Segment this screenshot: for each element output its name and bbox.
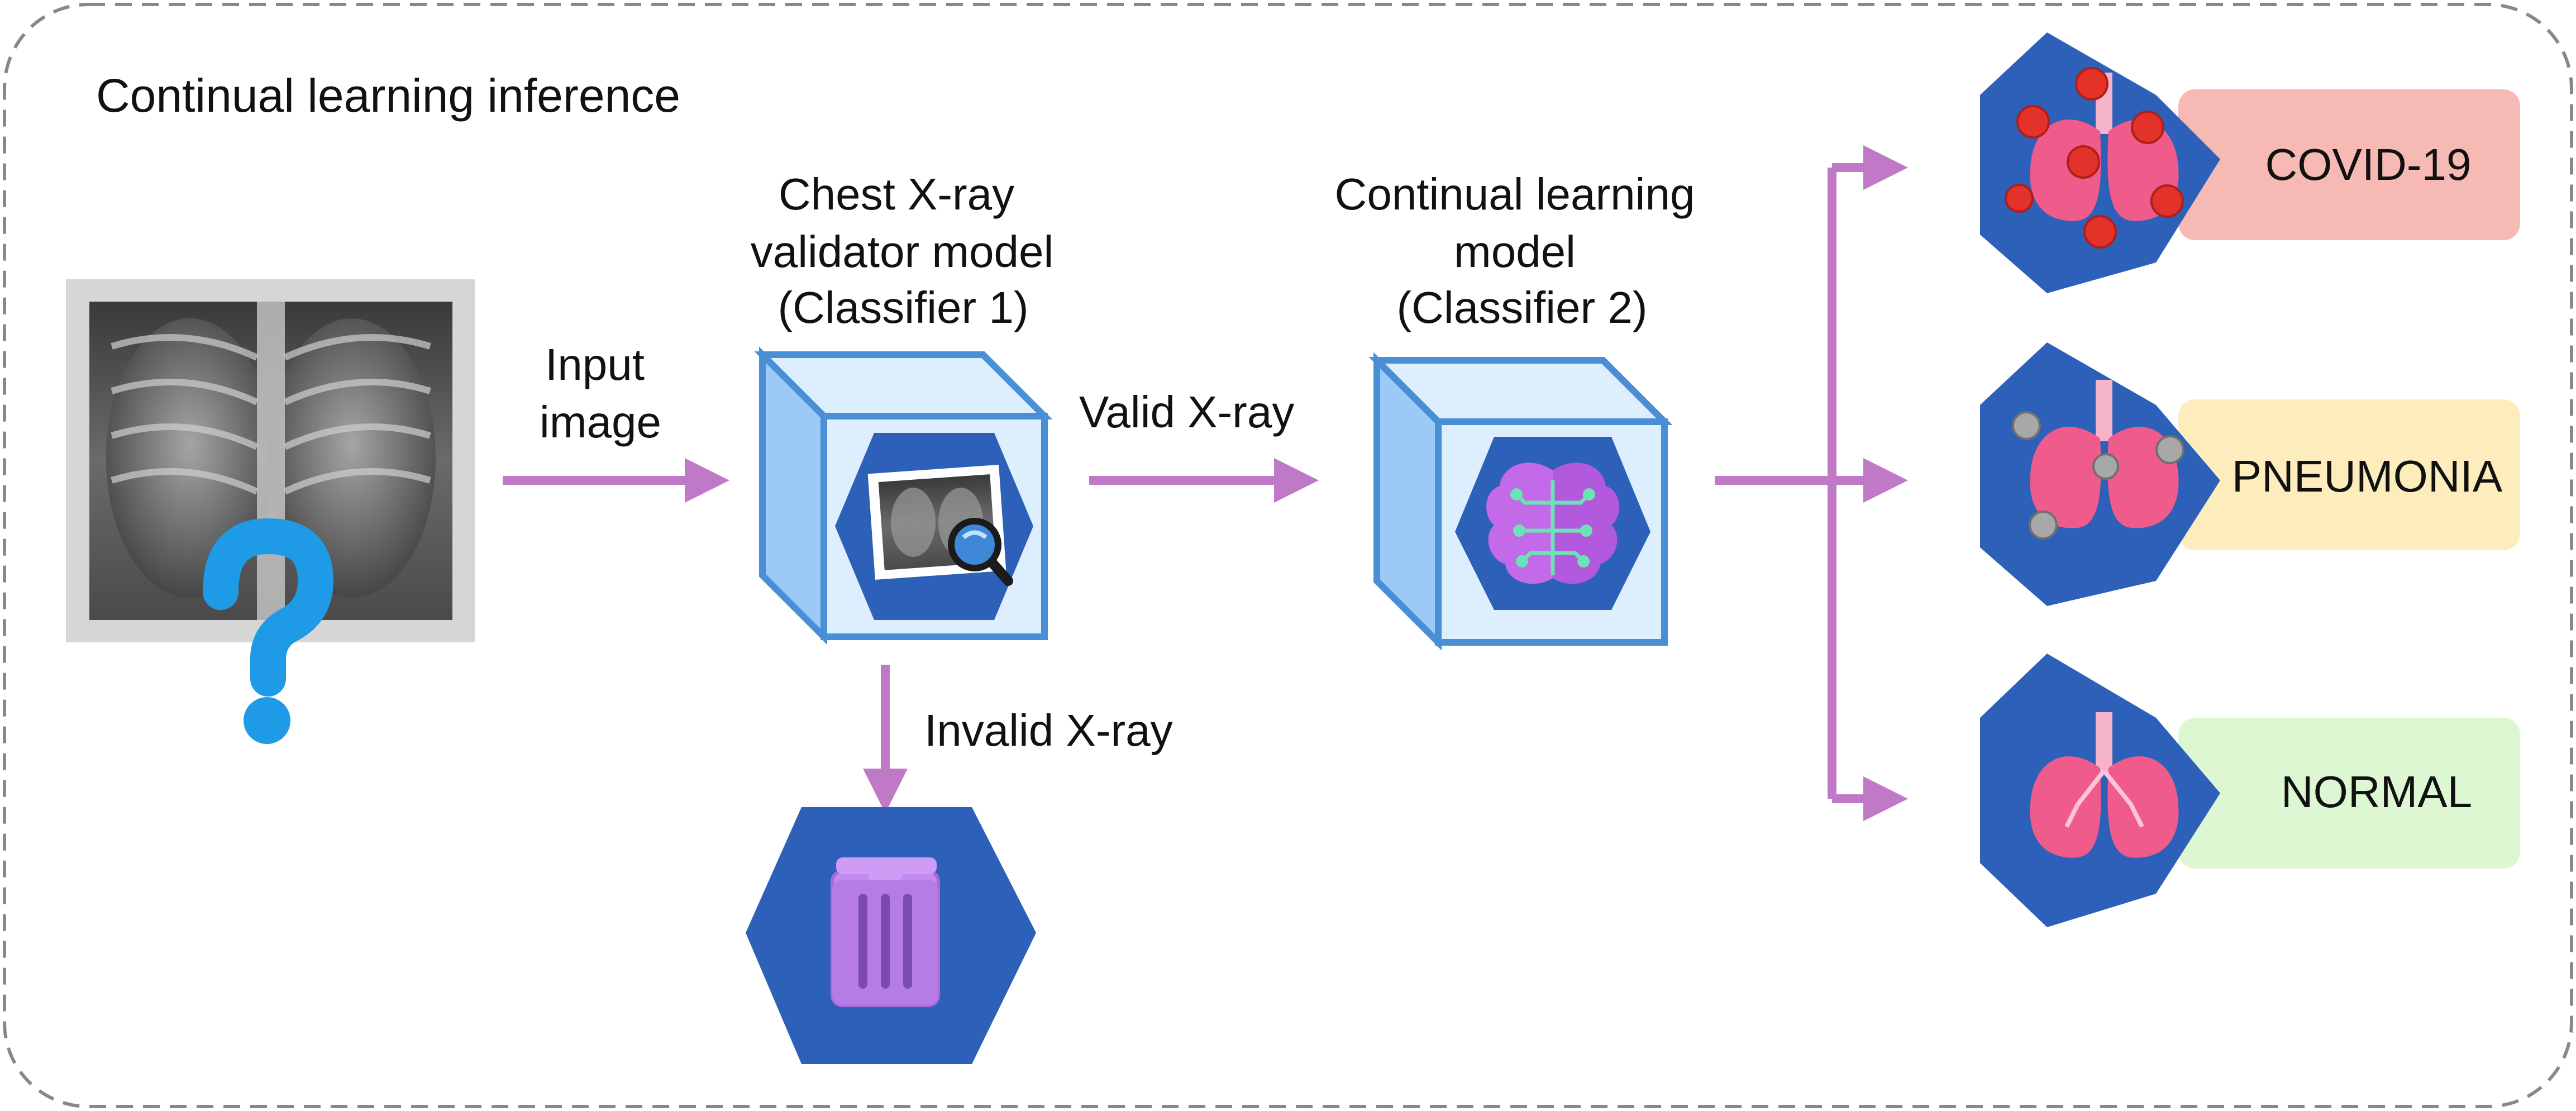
classifier1-title-line3: (Classifier 1) xyxy=(778,283,1029,332)
classifier1-title-line1: Chest X-ray xyxy=(779,169,1014,219)
output-covid-bar xyxy=(2178,89,2520,240)
invalid-xray-label: Invalid X-ray xyxy=(924,705,1173,755)
output-covid-label: COVID-19 xyxy=(2265,140,2472,189)
output-pneumonia-bar xyxy=(2178,399,2520,550)
input-image-label-line2: image xyxy=(540,397,661,447)
output-pneumonia-label: PNEUMONIA xyxy=(2232,451,2503,501)
classifier2-title-line2: model xyxy=(1454,227,1576,276)
lungs-pneumonia-icon xyxy=(2012,380,2184,540)
output-normal: NORMAL xyxy=(1980,654,2520,927)
diagram-title: Continual learning inference xyxy=(96,69,680,122)
valid-xray-label: Valid X-ray xyxy=(1079,387,1294,437)
classifier1-title-line2: validator model xyxy=(751,227,1054,276)
output-normal-label: NORMAL xyxy=(2281,767,2472,817)
classifier2-title-line1: Continual learning xyxy=(1335,169,1695,219)
branch-arrows xyxy=(1715,145,1908,821)
output-normal-bar xyxy=(2178,718,2520,869)
brain-circuit-icon xyxy=(1486,462,1619,584)
output-pneumonia: PNEUMONIA xyxy=(1980,342,2520,606)
question-mark-icon xyxy=(203,518,334,744)
trash-icon xyxy=(746,807,1036,1064)
output-covid: COVID-19 xyxy=(1980,32,2520,293)
lungs-covid-icon xyxy=(2005,67,2184,249)
lungs-normal-icon xyxy=(2030,712,2179,858)
outer-frame xyxy=(3,3,2573,1108)
xray-magnifier-icon xyxy=(867,465,1013,586)
input-image-label-line1: Input xyxy=(545,340,645,389)
classifier2-title-line3: (Classifier 2) xyxy=(1397,283,1648,332)
chest-xray-image xyxy=(66,279,475,642)
